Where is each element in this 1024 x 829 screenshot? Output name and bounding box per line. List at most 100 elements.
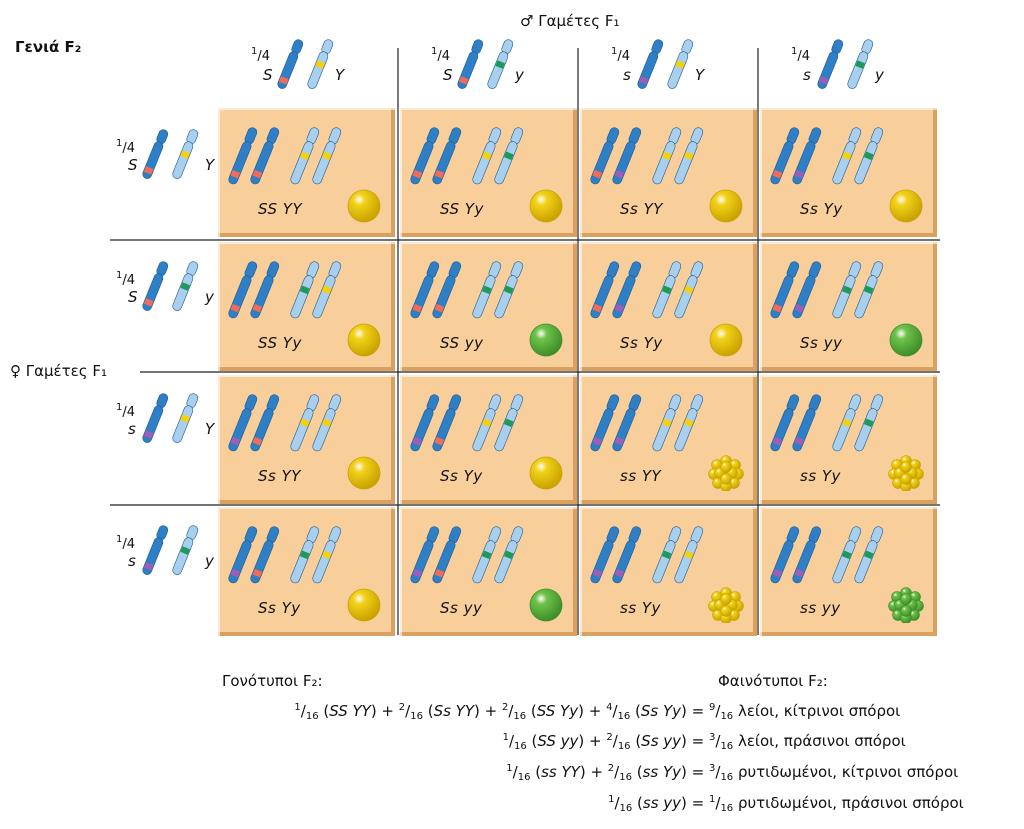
- cell-chromosome-y-locus: [854, 394, 884, 452]
- phenotype-ratio: 3/16 λείοι, πράσινοι σπόροι: [709, 732, 906, 752]
- cell-chromosome-s-locus: [612, 127, 642, 185]
- summary-line: 1/16 (ss yy) = 1/16 ρυτιδωμένοι, πράσινο…: [608, 794, 964, 814]
- genotype-sum: 1/16 (ss YY) + 2/16 (ss Yy) =: [506, 763, 709, 783]
- genotype-sum: 1/16 (SS yy) + 2/16 (Ss yy) =: [502, 732, 709, 752]
- cell-chromosome-s-locus: [590, 261, 620, 319]
- cell-chromosome-y-locus: [312, 261, 342, 319]
- cell-genotype: Ss Yy: [258, 599, 301, 617]
- wrinkled-yellow-seed-icon: [888, 455, 924, 492]
- female-gamete-4-chromosome-y: [172, 525, 199, 575]
- cell-chromosome-s-locus: [432, 394, 462, 452]
- smooth-yellow-seed-icon: [888, 188, 924, 224]
- cell-chromosome-s-locus: [770, 127, 800, 185]
- cell-chromosome-y-locus: [674, 394, 704, 452]
- punnett-cell: Ss Yy: [760, 108, 937, 237]
- cell-chromosome-s-locus: [410, 394, 440, 452]
- phenotype-ratio: 3/16 ρυτιδωμένοι, κίτρινοι σπόροι: [709, 763, 959, 783]
- gamete-fraction: 1/4: [116, 534, 136, 552]
- cell-chromosome-y-locus: [472, 394, 502, 452]
- punnett-cell: Ss Yy: [400, 375, 577, 504]
- male-gamete-2-chromosome-y: [487, 39, 514, 89]
- cell-chromosome-y-locus: [854, 261, 884, 319]
- cell-genotype: ss Yy: [800, 467, 841, 485]
- gamete-fraction: 1/4: [116, 138, 136, 156]
- cell-genotype: Ss YY: [620, 200, 663, 218]
- allele-label: s: [128, 552, 136, 570]
- punnett-cell: ss Yy: [580, 507, 757, 636]
- gamete-fraction: 1/4: [791, 46, 811, 64]
- cell-chromosome-s-locus: [228, 261, 258, 319]
- male-gamete-1-chromosome-Y: [307, 39, 334, 89]
- cell-chromosome-y-locus: [312, 127, 342, 185]
- cell-genotype: ss Yy: [620, 599, 661, 617]
- cell-chromosome-s-locus: [228, 394, 258, 452]
- allele-label: S: [128, 288, 138, 306]
- cell-chromosome-y-locus: [652, 127, 682, 185]
- cell-chromosome-y-locus: [652, 526, 682, 584]
- cell-genotype: Ss YY: [258, 467, 301, 485]
- cell-chromosome-y-locus: [674, 261, 704, 319]
- cell-chromosome-y-locus: [312, 394, 342, 452]
- smooth-yellow-seed-icon: [346, 188, 382, 224]
- summary-line: 1/16 (SS yy) + 2/16 (Ss yy) = 3/16 λείοι…: [503, 732, 906, 752]
- cell-chromosome-y-locus: [652, 261, 682, 319]
- punnett-cell: ss yy: [760, 507, 937, 636]
- male-gamete-1-chromosome-S: [277, 39, 304, 89]
- cell-chromosome-s-locus: [590, 394, 620, 452]
- cell-genotype: ss YY: [620, 467, 662, 485]
- smooth-yellow-seed-icon: [528, 188, 564, 224]
- female-gamete-1-chromosome-S: [142, 129, 169, 179]
- male-gamete-4-chromosome-s: [817, 39, 844, 89]
- punnett-cell: SS yy: [400, 242, 577, 371]
- punnett-cell: ss YY: [580, 375, 757, 504]
- gamete-fraction: 1/4: [251, 46, 271, 64]
- allele-label: s: [803, 66, 811, 84]
- cell-chromosome-s-locus: [792, 261, 822, 319]
- male-gametes-label: ♂ Γαμέτες F₁: [520, 12, 620, 30]
- cell-chromosome-y-locus: [494, 394, 524, 452]
- cell-chromosome-y-locus: [854, 127, 884, 185]
- cell-genotype: ss yy: [800, 599, 841, 617]
- female-gamete-3-chromosome-s: [142, 393, 169, 443]
- cell-chromosome-y-locus: [290, 127, 320, 185]
- cell-chromosome-s-locus: [792, 394, 822, 452]
- smooth-yellow-seed-icon: [346, 455, 382, 491]
- allele-label: S: [443, 66, 453, 84]
- smooth-green-seed-icon: [528, 587, 564, 623]
- female-gamete-2-chromosome-S: [142, 261, 169, 311]
- cell-chromosome-y-locus: [290, 261, 320, 319]
- cell-chromosome-s-locus: [770, 394, 800, 452]
- male-gamete-2-chromosome-S: [457, 39, 484, 89]
- generation-title: Γενιά F₂: [15, 38, 82, 56]
- allele-label: s: [128, 420, 136, 438]
- female-gamete-1-chromosome-Y: [172, 129, 199, 179]
- allele-label: Y: [695, 66, 705, 84]
- punnett-cell: Ss YY: [218, 375, 395, 504]
- smooth-yellow-seed-icon: [528, 455, 564, 491]
- smooth-green-seed-icon: [528, 322, 564, 358]
- cell-chromosome-y-locus: [494, 261, 524, 319]
- punnett-cell: Ss YY: [580, 108, 757, 237]
- cell-genotype: SS YY: [258, 200, 303, 218]
- punnett-cell: Ss yy: [760, 242, 937, 371]
- male-gamete-3-chromosome-Y: [667, 39, 694, 89]
- cell-chromosome-y-locus: [494, 526, 524, 584]
- cell-chromosome-y-locus: [472, 526, 502, 584]
- allele-label: Y: [205, 420, 215, 438]
- allele-label: y: [515, 66, 524, 84]
- wrinkled-green-seed-icon: [888, 587, 924, 624]
- cell-chromosome-s-locus: [432, 526, 462, 584]
- cell-genotype: Ss Yy: [800, 200, 843, 218]
- female-gamete-2-chromosome-y: [172, 261, 199, 311]
- cell-chromosome-y-locus: [832, 394, 862, 452]
- cell-chromosome-s-locus: [792, 526, 822, 584]
- cell-chromosome-s-locus: [228, 127, 258, 185]
- cell-chromosome-s-locus: [250, 261, 280, 319]
- cell-chromosome-y-locus: [290, 526, 320, 584]
- cell-chromosome-y-locus: [832, 526, 862, 584]
- gamete-fraction: 1/4: [431, 46, 451, 64]
